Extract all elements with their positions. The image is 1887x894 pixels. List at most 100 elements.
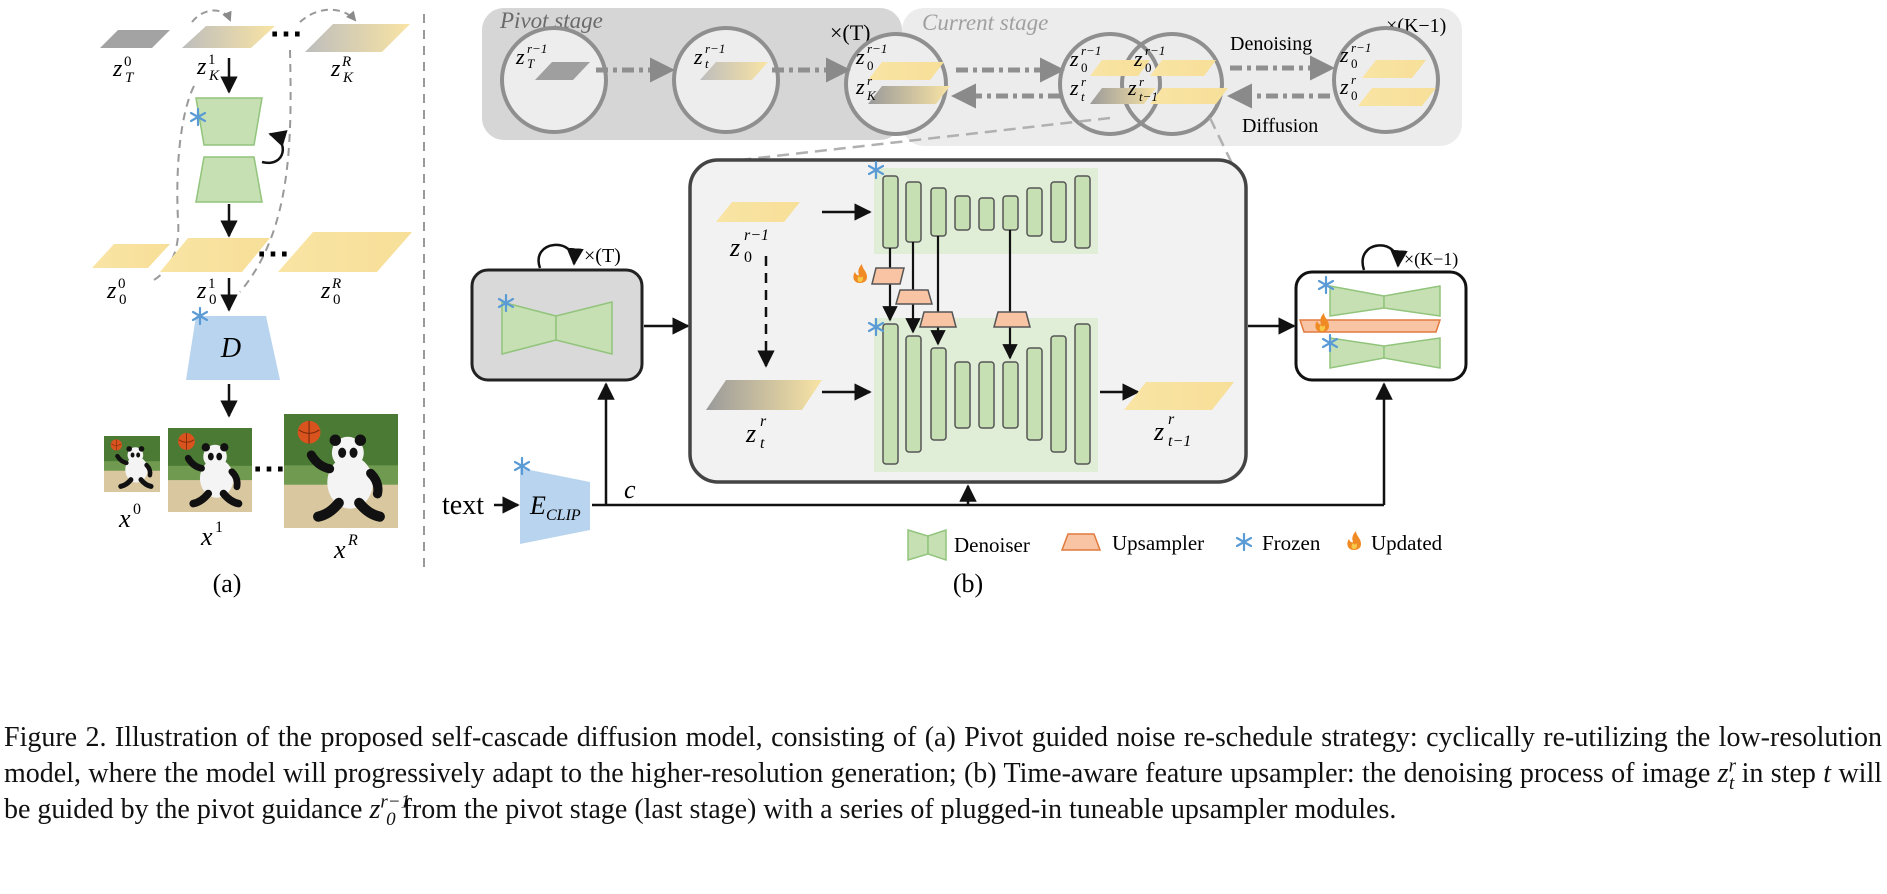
caption-math-z-0-r-1: zr−10 (369, 793, 410, 829)
caption-math-sup: r (1728, 755, 1736, 777)
svg-text:r: r (1351, 72, 1357, 87)
svg-text:⋯: ⋯ (269, 16, 303, 53)
svg-text:t−1: t−1 (1139, 89, 1158, 104)
decoder-block: D (186, 306, 280, 380)
svg-text:CLIP: CLIP (546, 507, 581, 524)
svg-text:z: z (320, 278, 331, 304)
svg-text:K: K (208, 68, 220, 84)
diffusion-label: Diffusion (1242, 115, 1318, 137)
svg-text:r: r (1081, 74, 1087, 89)
condition-label: c (624, 475, 636, 504)
svg-text:x: x (118, 504, 131, 533)
panel-a-denoiser-icon (189, 97, 288, 203)
legend-upsampler: Upsampler (1112, 531, 1204, 555)
svg-text:E: E (529, 491, 546, 520)
pivot-repeat-label: ×(T) (584, 245, 621, 267)
current-repeat-label: ×(K−1) (1404, 249, 1458, 270)
svg-text:z: z (106, 278, 117, 304)
svg-text:t−1: t−1 (1168, 433, 1191, 450)
svg-text:0: 0 (119, 292, 127, 308)
svg-text:z: z (112, 56, 123, 82)
svg-text:T: T (527, 56, 535, 71)
panel-a: ⋯ z T 0 z K 1 z K R ⋯ (92, 8, 412, 598)
svg-text:z: z (1069, 75, 1079, 100)
svg-text:z: z (1339, 74, 1349, 99)
caption-math-z-t-r: zrt (1717, 755, 1736, 793)
output-image-xR (284, 414, 398, 528)
svg-text:t: t (1081, 89, 1085, 104)
svg-text:z: z (515, 44, 525, 69)
output-image-x0 (104, 436, 160, 492)
stage-circle-current-b (1120, 32, 1224, 136)
cycle-path-2 (239, 49, 292, 293)
svg-text:z: z (745, 419, 756, 448)
caption-text-3: will be guided by the pivot guidance (4, 758, 1882, 825)
svg-text:0: 0 (1351, 56, 1358, 71)
svg-text:x: x (333, 535, 346, 564)
panel-b-label: (b) (953, 569, 983, 598)
svg-text:R: R (341, 54, 351, 70)
svg-text:0: 0 (118, 276, 126, 292)
panel-a-top-latents: ⋯ (100, 16, 410, 53)
svg-text:z: z (330, 56, 341, 82)
svg-text:0: 0 (867, 58, 874, 73)
frozen-icon (1235, 532, 1253, 552)
svg-text:z: z (855, 44, 865, 69)
pivot-model-box: ×(T) (470, 243, 644, 382)
svg-text:r−1: r−1 (1145, 43, 1165, 58)
svg-text:r−1: r−1 (1351, 40, 1371, 55)
stage-circle-pivot (844, 32, 948, 136)
svg-text:1: 1 (208, 276, 216, 292)
output-labels: x 0 x 1 x R (118, 501, 358, 564)
svg-text:R: R (331, 276, 341, 292)
svg-text:T: T (125, 70, 135, 86)
svg-text:0: 0 (1351, 88, 1358, 103)
legend: Denoiser Upsampler Frozen Updated (907, 528, 1443, 562)
svg-text:0: 0 (744, 249, 752, 266)
svg-text:t: t (705, 56, 709, 71)
svg-text:z: z (196, 54, 207, 80)
caption-text-4: from the pivot stage (last stage) with a… (395, 794, 1397, 825)
svg-text:0: 0 (333, 292, 341, 308)
svg-text:z: z (196, 278, 207, 304)
svg-text:r−1: r−1 (744, 227, 769, 244)
caption-math-sub: t (1728, 772, 1735, 794)
svg-text:0: 0 (1081, 60, 1088, 75)
svg-text:0: 0 (209, 292, 217, 308)
caption-text-1: Figure 2. Illustration of the proposed s… (4, 722, 1882, 789)
svg-text:r−1: r−1 (705, 41, 725, 56)
svg-text:z: z (1153, 417, 1164, 446)
panel-a-label: (a) (213, 569, 242, 598)
svg-text:t: t (760, 435, 765, 452)
output-image-x1 (168, 428, 252, 512)
svg-text:K: K (342, 70, 354, 86)
svg-text:z: z (855, 74, 865, 99)
upsampler-modules (871, 267, 1031, 328)
svg-text:R: R (347, 532, 358, 549)
updated-icon (1347, 531, 1361, 550)
svg-text:0: 0 (124, 54, 132, 70)
panel-a-clean-latent-labels: z 0 0 z 0 1 z 0 R (106, 276, 341, 308)
svg-text:z: z (1069, 46, 1079, 71)
legend-denoiser: Denoiser (954, 533, 1030, 557)
denoising-label: Denoising (1230, 33, 1312, 55)
svg-text:r−1: r−1 (1081, 43, 1101, 58)
stage-circle-final (1332, 26, 1440, 134)
caption-text-2: in step (1734, 758, 1824, 789)
caption-math-z: z (369, 794, 381, 825)
legend-frozen: Frozen (1262, 531, 1321, 555)
text-encoder: text E CLIP c (442, 382, 1393, 544)
output-images: ⋯ (104, 414, 398, 528)
svg-text:z: z (1339, 42, 1349, 67)
caption-math-z: z (1717, 758, 1729, 789)
svg-text:z: z (1133, 46, 1143, 71)
legend-updated: Updated (1371, 531, 1443, 555)
current-model-box: ×(K−1) (1294, 244, 1468, 382)
stage-circle-current-a (1058, 32, 1162, 136)
svg-text:z: z (1127, 75, 1137, 100)
svg-text:r: r (867, 73, 873, 88)
svg-text:r−1: r−1 (527, 41, 547, 56)
panel-a-top-latent-labels: z T 0 z K 1 z K R (112, 52, 354, 86)
